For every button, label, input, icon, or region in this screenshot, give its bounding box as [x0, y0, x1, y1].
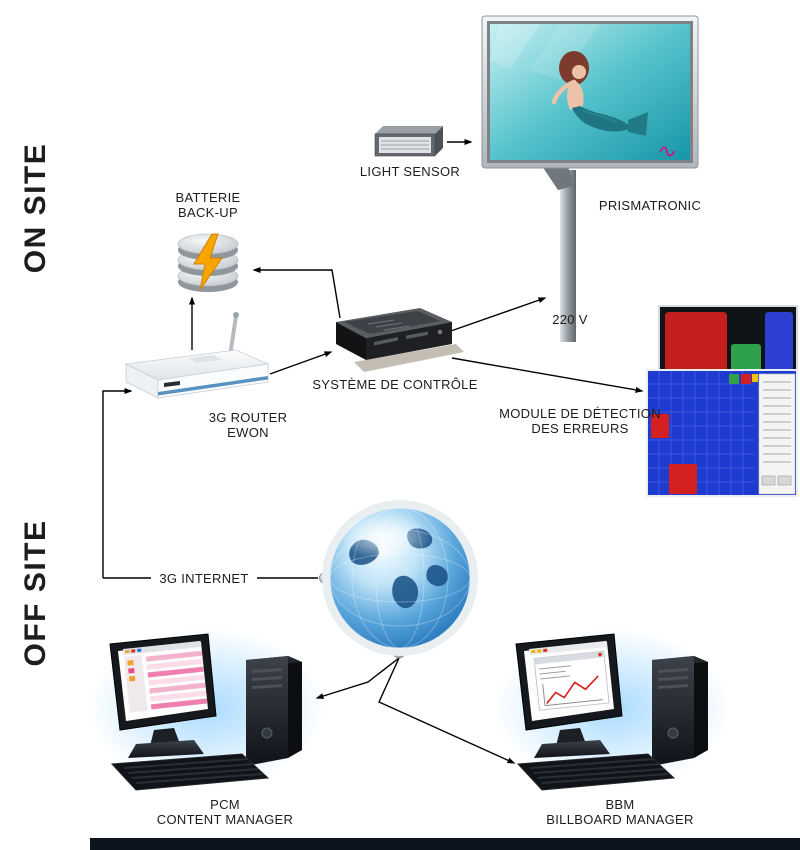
error-module-screens [646, 305, 798, 497]
control-vent [406, 331, 428, 339]
pcm-tower [246, 656, 302, 766]
link-router-control [269, 351, 333, 375]
antenna-tip [233, 312, 239, 318]
battery-label-line1: BATTERIE [175, 190, 241, 205]
bbm-computer [495, 628, 731, 791]
control-port [437, 329, 443, 335]
internet-label: 3G INTERNET [159, 571, 249, 586]
router-logo-mark [164, 381, 180, 387]
router-label: 3G ROUTER EWON [183, 410, 313, 440]
light-sensor-label: LIGHT SENSOR [359, 164, 461, 179]
control-system-label: SYSTÈME DE CONTRÔLE [312, 377, 478, 392]
billboard-brand-logo [659, 146, 675, 157]
billboard-pole [560, 170, 576, 342]
bbm-label-line2: BILLBOARD MANAGER [546, 812, 694, 827]
router-accent-strip [158, 376, 268, 396]
error-screen-bottom [646, 369, 798, 497]
bbm-tower [652, 656, 708, 766]
pcm-label-line2: CONTENT MANAGER [156, 812, 294, 827]
link-control-errormodule [451, 357, 644, 393]
link-control-billboard [447, 297, 547, 333]
bbm-monitor [515, 633, 623, 758]
bbm-screen-content [529, 640, 610, 711]
on-site-label: ON SITE [19, 142, 52, 274]
link-internet-router [102, 388, 133, 578]
control-base [354, 344, 464, 372]
error-module-label-line2: DES ERREURS [531, 421, 629, 436]
battery-label: BATTERIE BACK-UP [148, 190, 268, 220]
bbm-label-line1: BBM [605, 797, 635, 812]
billboard-screen [490, 24, 690, 160]
router-label-line1: 3G ROUTER [208, 410, 288, 425]
mermaid-image [551, 51, 648, 136]
prismatronic-label: PRISMATRONIC [598, 198, 702, 213]
pcm-monitor [109, 633, 217, 758]
lightning-icon [193, 233, 223, 291]
off-site-label: OFF SITE [19, 519, 52, 667]
error-module-label: MODULE DE DÉTECTION DES ERREURS [490, 406, 670, 436]
antenna-icon [228, 314, 238, 358]
error-cell [669, 464, 697, 494]
pcm-computer [89, 628, 325, 791]
pcm-label: PCM CONTENT MANAGER [125, 797, 325, 827]
water-light-beam [490, 24, 540, 70]
control-vent [374, 337, 398, 346]
billboard-graphic [481, 15, 699, 342]
link-globe-pcm [315, 657, 400, 699]
error-cell [651, 414, 669, 438]
router-label-line2: EWON [227, 425, 269, 440]
error-module-label-line1: MODULE DE DÉTECTION [499, 406, 661, 421]
light-sensor-graphic [374, 126, 443, 157]
bbm-keyboard [516, 753, 676, 791]
bbm-label: BBM BILLBOARD MANAGER [515, 797, 725, 827]
error-log-panel [758, 373, 796, 495]
battery-label-line2: BACK-UP [178, 205, 238, 220]
battery-backup-icon [177, 233, 239, 292]
water-light-beam [530, 24, 600, 80]
pcm-label-line1: PCM [210, 797, 240, 812]
link-globe-bbm [378, 657, 516, 764]
router-graphic [124, 312, 270, 399]
pcm-screen-content [123, 640, 208, 713]
voltage-label: 220 V [552, 312, 588, 327]
footer-bar [90, 838, 800, 850]
link-control-battery [252, 267, 341, 319]
pcm-keyboard [110, 753, 270, 791]
globe-icon [322, 500, 478, 656]
control-system-graphic [336, 308, 464, 372]
